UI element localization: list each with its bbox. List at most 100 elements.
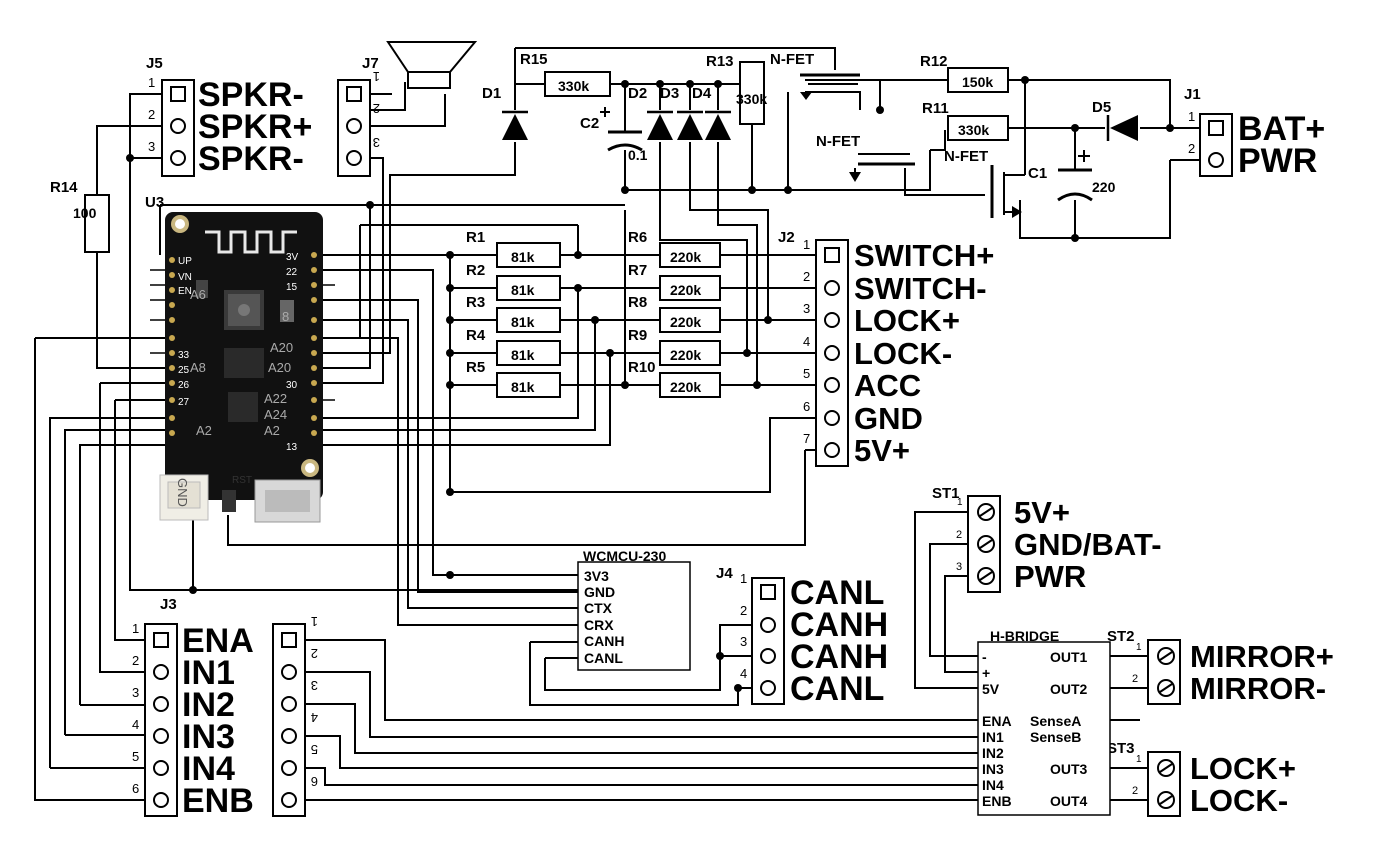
r10-ref: R10 xyxy=(628,359,656,376)
wcmcu-title: WCMCU-230 xyxy=(583,548,666,564)
pin-number: 1 xyxy=(311,614,318,629)
r2-ref: R2 xyxy=(466,262,485,279)
pin-number: 3 xyxy=(373,135,380,150)
h-bridge-pin: ENB xyxy=(982,793,1012,809)
pin-number: 5 xyxy=(803,366,810,381)
r4-value: 81k xyxy=(511,347,535,363)
pin-number: 4 xyxy=(311,710,318,725)
connector-j3 xyxy=(144,623,178,817)
r4-ref: R4 xyxy=(466,327,486,344)
connector-j4 xyxy=(751,577,785,705)
speaker-icon xyxy=(386,41,478,89)
j2-label-switch-minus: SWITCH- xyxy=(854,271,987,306)
pin-number: 1 xyxy=(740,571,747,586)
j1-label-pwr: PWR xyxy=(1238,142,1317,180)
st1-label-gnd-bat: GND/BAT- xyxy=(1014,527,1162,562)
j3-ref: J3 xyxy=(160,596,177,613)
pin-number: 3 xyxy=(740,634,747,649)
board-text: A8 xyxy=(190,360,206,375)
j4-label-canh: CANH xyxy=(790,606,888,644)
can-transceiver-module xyxy=(577,561,691,671)
r3-value: 81k xyxy=(511,314,535,330)
svg-text:VN: VN xyxy=(178,272,192,283)
pin-number: 1 xyxy=(132,621,139,636)
r15-value: 330k xyxy=(558,78,589,94)
connector-j7 xyxy=(337,79,371,177)
junction-dots xyxy=(126,76,1174,692)
r13-ref: R13 xyxy=(706,53,734,70)
r9-value: 220k xyxy=(670,347,701,363)
r14-value: 100 xyxy=(73,205,97,221)
st1-ref: ST1 xyxy=(932,485,960,502)
pin-number: 1 xyxy=(373,69,380,84)
h-bridge-pin: SenseA xyxy=(1030,713,1081,729)
st2-label-mirror-plus: MIRROR+ xyxy=(1190,639,1334,674)
st3-label-lock-plus: LOCK+ xyxy=(1190,751,1296,786)
st2-ref: ST2 xyxy=(1107,628,1135,645)
h-bridge-pin: - xyxy=(982,649,987,665)
j3-label-ena: ENA xyxy=(182,622,254,660)
r12-ref: R12 xyxy=(920,53,948,70)
h-bridge-pin: IN3 xyxy=(982,761,1004,777)
j2-label-5v-plus: 5V+ xyxy=(854,433,910,468)
c2-ref: C2 xyxy=(580,115,599,132)
r6-value: 220k xyxy=(670,249,701,265)
pin-number: 4 xyxy=(740,666,747,681)
pin-number: 6 xyxy=(311,774,318,789)
j3-label-in1: IN1 xyxy=(182,654,235,692)
pin-number: 2 xyxy=(740,603,747,618)
svg-text:26: 26 xyxy=(178,380,190,391)
h-bridge-pin: OUT2 xyxy=(1050,681,1088,697)
u3-microcontroller-board: UP VN EN 33 25 26 27 3V 22 15 30 13 xyxy=(159,212,323,523)
r11-value: 330k xyxy=(958,122,989,138)
j3-label-in3: IN3 xyxy=(182,718,235,756)
r7-value: 220k xyxy=(670,282,701,298)
pin-number: 1 xyxy=(1136,754,1142,765)
pin-number: 5 xyxy=(311,742,318,757)
pin-number: 7 xyxy=(803,431,810,446)
wcmcu-pin: CANH xyxy=(584,633,624,649)
j2-label-gnd: GND xyxy=(854,401,923,436)
pin-number: 2 xyxy=(373,101,380,116)
diode-d2 xyxy=(647,110,673,140)
j2-ref: J2 xyxy=(778,229,795,246)
pin-number: 1 xyxy=(1136,642,1142,653)
board-text: A22 xyxy=(264,391,287,406)
st1-label-pwr: PWR xyxy=(1014,559,1086,594)
svg-text:27: 27 xyxy=(178,397,190,408)
connector-j5 xyxy=(161,79,195,177)
pin-number: 2 xyxy=(1132,785,1138,797)
pin-number: 1 xyxy=(803,237,810,252)
svg-text:25: 25 xyxy=(178,365,190,376)
d2-ref: D2 xyxy=(628,85,647,102)
j5-label-spkr-minus-2: SPKR- xyxy=(198,140,304,178)
wcmcu-pin: CTX xyxy=(584,600,613,616)
wcmcu-pin: 3V3 xyxy=(584,568,609,584)
d4-ref: D4 xyxy=(692,85,712,102)
r3-ref: R3 xyxy=(466,294,485,311)
r8-value: 220k xyxy=(670,314,701,330)
pin-number: 6 xyxy=(803,399,810,414)
svg-text:22: 22 xyxy=(286,267,298,278)
h-bridge-module xyxy=(977,641,1111,816)
h-bridge-pin: OUT3 xyxy=(1050,761,1088,777)
pin-number: 2 xyxy=(1132,673,1138,685)
r7-ref: R7 xyxy=(628,262,647,279)
j7-ref: J7 xyxy=(362,55,379,72)
pin-number: 2 xyxy=(956,529,962,541)
r5-ref: R5 xyxy=(466,359,485,376)
connector-j2 xyxy=(815,239,849,467)
board-text: 8 xyxy=(282,309,289,324)
r5-value: 81k xyxy=(511,379,535,395)
st1-label-5v-plus: 5V+ xyxy=(1014,495,1070,530)
pin-number: 2 xyxy=(803,269,810,284)
svg-text:EN: EN xyxy=(178,286,192,297)
screw-terminal-st1 xyxy=(967,495,1001,593)
pin-number: 2 xyxy=(311,646,318,661)
u3-ref: U3 xyxy=(145,194,164,211)
svg-text:33: 33 xyxy=(178,350,190,361)
svg-text:3V: 3V xyxy=(286,252,299,263)
j1-label-bat-plus: BAT+ xyxy=(1238,110,1325,148)
pin-number: 4 xyxy=(132,717,139,732)
h-bridge-pin: IN1 xyxy=(982,729,1004,745)
